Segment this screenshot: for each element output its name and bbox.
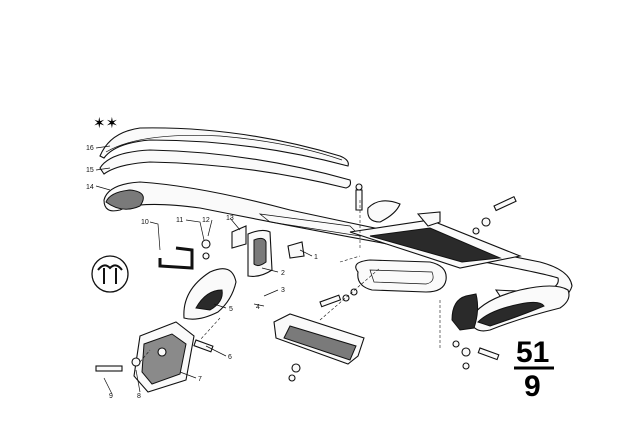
callout-2: 2: [281, 270, 285, 277]
support-bracket: [183, 268, 237, 320]
reference-bottom: 9: [524, 370, 541, 403]
callout-8: 8: [137, 393, 141, 400]
bumper-plate: [349, 219, 522, 269]
rubber-strip-top: [99, 127, 349, 167]
callout-16: 16: [86, 145, 94, 152]
nut-bottom: [288, 363, 301, 382]
callout-15: 15: [86, 167, 94, 174]
callout-6: 6: [228, 354, 232, 361]
callout-14: 14: [86, 184, 94, 191]
callout-9: 9: [109, 393, 113, 400]
stars-mark: ✶✶: [93, 114, 118, 132]
mounting-bracket: [231, 225, 305, 277]
guard-bracket: [355, 259, 447, 293]
bolt-center: [319, 288, 358, 308]
reference-number: 51 9: [514, 336, 554, 403]
callout-5: 5: [229, 306, 233, 313]
callout-4: 4: [256, 304, 260, 311]
callout-3: 3: [281, 287, 285, 294]
reference-top: 51: [516, 336, 549, 369]
callout-1: 1: [314, 254, 318, 261]
callout-7: 7: [198, 376, 202, 383]
callout-13: 13: [226, 215, 234, 222]
callout-labels: 16 15 14 10 11 12 13 1 2 3 4 5 6 7 8 9: [86, 145, 318, 400]
trim-strip: [99, 149, 352, 189]
clip-icon: [91, 255, 129, 293]
callout-11: 11: [176, 217, 183, 224]
overrider: [451, 293, 479, 331]
bumper-bar: [103, 181, 573, 301]
foam-block: [133, 321, 195, 393]
bolt-right-bottom: [452, 340, 500, 370]
callout-12: 12: [202, 217, 210, 224]
pin: [193, 339, 214, 353]
bolt-right-top: [472, 195, 517, 235]
bolt-left: [95, 357, 141, 372]
callout-10: 10: [141, 219, 149, 226]
lamp-housing: [355, 183, 441, 227]
hanger-rod: [158, 239, 211, 270]
spacer-block: [273, 313, 365, 365]
bumper-end: [469, 285, 570, 332]
